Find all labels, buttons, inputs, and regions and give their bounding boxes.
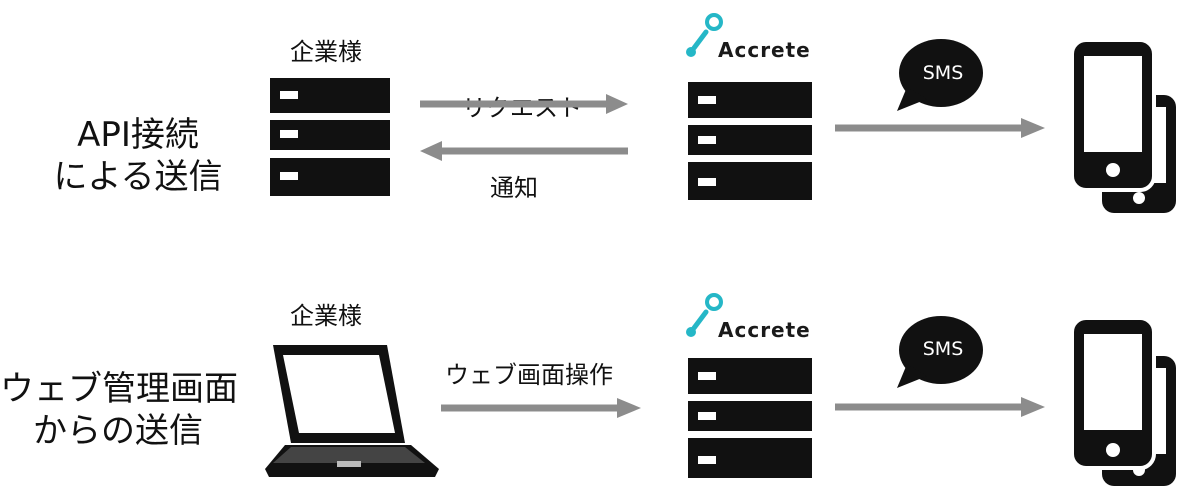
row1-accrete-server-icon — [688, 82, 812, 200]
row1-forward-arrow — [420, 94, 628, 114]
row2-sms-bubble-icon — [897, 316, 983, 388]
row2-accrete-logo-icon — [686, 293, 723, 337]
row1-smartphones-icon — [1070, 38, 1176, 213]
row2-label-line2: からの送信 — [33, 411, 203, 451]
row1-label-line2: による送信 — [53, 157, 223, 197]
row2-label: ウェブ管理画面 からの送信 — [0, 368, 238, 452]
row2-accrete-logo-text: Accrete — [718, 318, 811, 342]
row1-sms-bubble-text: SMS — [922, 62, 964, 84]
row2-smartphones-icon — [1070, 316, 1176, 486]
row1-back-arrow — [420, 141, 628, 161]
row2-send-arrow — [835, 397, 1045, 417]
row2-client-label: 企業様 — [290, 302, 362, 330]
row1-back-label: 通知 — [490, 174, 538, 202]
row2-sms-bubble-text: SMS — [922, 338, 964, 360]
row1-server-icon — [270, 78, 390, 196]
row1-sms-bubble-icon — [897, 39, 983, 111]
row2-label-line1: ウェブ管理画面 — [0, 369, 238, 409]
row1-label: API接続 による送信 — [48, 114, 228, 198]
row1-accrete-logo-icon — [686, 13, 723, 57]
row1-forward-label: リクエスト — [462, 94, 582, 122]
row2-forward-label: ウェブ画面操作 — [445, 361, 613, 389]
row2-forward-arrow — [441, 398, 641, 418]
row1-client-label: 企業様 — [290, 38, 362, 66]
row1-send-arrow — [835, 118, 1045, 138]
row2-accrete-server-icon — [688, 358, 812, 478]
row1-label-line1: API接続 — [77, 115, 199, 155]
row2-laptop-icon — [265, 345, 439, 477]
row1-accrete-logo-text: Accrete — [718, 38, 811, 62]
